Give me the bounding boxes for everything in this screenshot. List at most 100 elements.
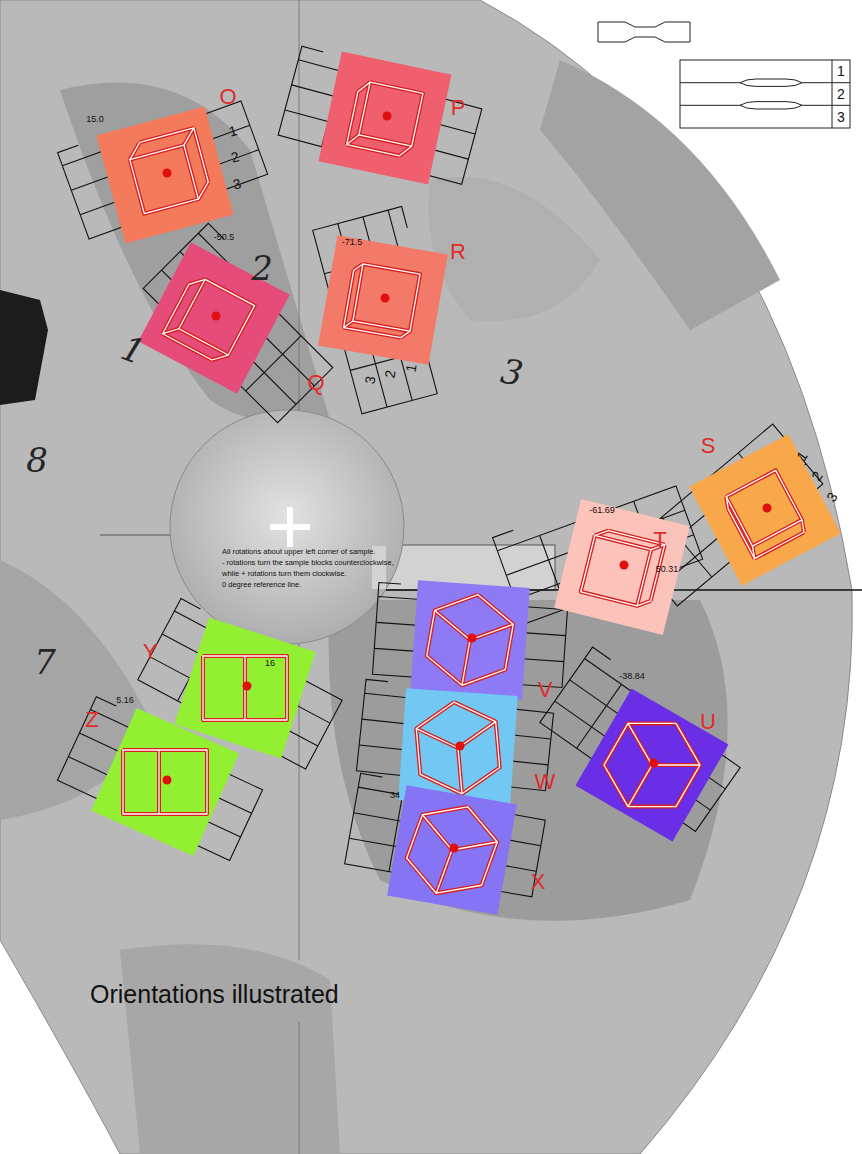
cube-edge — [344, 328, 401, 338]
color-square — [96, 106, 233, 243]
cube-edge — [595, 528, 609, 539]
cube-edge — [212, 349, 228, 365]
row-number: 2 — [382, 369, 397, 379]
sample-blocks — [57, 46, 822, 897]
cube-edge — [416, 729, 458, 748]
cube-edge — [344, 270, 354, 327]
angle-label: -50.5 — [214, 233, 235, 242]
cube-edge — [755, 532, 804, 558]
cube-edge — [212, 349, 228, 365]
color-square — [138, 242, 289, 393]
cube-edge — [407, 807, 498, 893]
cube-edge — [123, 750, 207, 814]
orientation-square: U — [562, 675, 742, 855]
cube-edge — [344, 328, 401, 338]
cube-edge — [435, 610, 470, 640]
section-number: 8 — [26, 443, 48, 477]
sample-letter: Y — [143, 641, 158, 663]
center-dot — [468, 634, 477, 643]
orientation-square: S — [675, 420, 855, 600]
sample-letter: T — [653, 529, 666, 551]
table-line — [832, 60, 833, 128]
cube-drawing — [163, 274, 255, 366]
center-dot — [450, 844, 459, 853]
sample-letter: W — [535, 771, 556, 793]
cube-edge — [407, 807, 498, 893]
center-dot — [163, 169, 172, 178]
row-number: 1 — [837, 64, 845, 78]
sample-letter: Q — [307, 372, 324, 394]
cube-drawing — [407, 807, 498, 893]
cube-edge — [163, 284, 189, 333]
sample-letter: U — [700, 711, 716, 733]
row-number: 1 — [403, 363, 418, 373]
orientation-square: R — [293, 210, 473, 390]
sample-letter: X — [531, 871, 546, 893]
specimen-sketch — [598, 22, 690, 42]
cube-edge — [652, 764, 700, 765]
cube-edge — [422, 815, 452, 850]
center-cross — [270, 507, 310, 547]
cube-edge — [436, 850, 452, 893]
block-line — [365, 679, 388, 695]
specimen-key — [598, 22, 850, 128]
cube-edge — [416, 702, 499, 794]
cube-edge — [189, 274, 205, 290]
cube-drawing — [203, 656, 287, 720]
cube-edge — [637, 598, 651, 609]
row-number: 3 — [362, 375, 377, 385]
specimen-neck — [740, 102, 802, 109]
section-line — [299, 1022, 300, 1154]
section-number: 7 — [34, 645, 56, 679]
cube-edge — [359, 82, 423, 146]
center-dot — [243, 682, 252, 691]
cube-drawing — [723, 470, 808, 558]
row-number: 1 — [227, 123, 238, 139]
color-square — [319, 52, 452, 185]
sample-letter: S — [701, 435, 716, 457]
cube-edge — [604, 723, 700, 806]
cube-drawing — [344, 263, 420, 339]
cube-edge — [401, 330, 410, 339]
grain-region — [329, 600, 728, 921]
note-text: - rotations turn the sample blocks count… — [222, 559, 394, 567]
section-line — [100, 534, 175, 535]
color-square — [689, 434, 840, 585]
cube-edge — [435, 610, 470, 640]
cube-drawing — [416, 702, 499, 794]
cube-edge — [427, 595, 513, 686]
sample-letter: R — [450, 241, 466, 263]
note-text: 0 degree reference line. — [222, 581, 301, 589]
cube-drawing — [126, 128, 212, 214]
cube-edge — [189, 274, 205, 290]
note-text: All rotations about upper left corner of… — [222, 548, 375, 556]
row-number: 2 — [229, 149, 240, 165]
cube-edge — [344, 270, 354, 327]
cube-drawing — [581, 528, 665, 609]
block-line — [388, 207, 407, 232]
cube-edge — [458, 748, 462, 794]
center-dot — [383, 112, 392, 121]
cube-edge — [347, 145, 400, 156]
cube-edge — [416, 729, 458, 748]
cube-edge — [452, 842, 497, 850]
sample-letter: P — [451, 97, 466, 119]
cube-edge — [628, 723, 652, 765]
cube-edge — [427, 595, 513, 686]
angle-label: 50.31 — [656, 565, 679, 574]
angle-label: -71.5 — [342, 238, 363, 247]
cube-edge — [416, 702, 499, 794]
cube-edge — [652, 763, 700, 767]
cube-edge — [358, 80, 370, 94]
center-hole — [170, 410, 404, 644]
color-square — [91, 708, 239, 856]
cube-edge — [203, 656, 287, 720]
row-number: 2 — [837, 87, 845, 101]
cube-edge — [179, 279, 255, 355]
orientation-glyph — [124, 228, 304, 408]
orientation-glyph — [75, 692, 255, 872]
center-dot — [163, 776, 172, 785]
cube-edge — [755, 532, 804, 558]
cube-edge — [130, 145, 199, 214]
orientation-glyph — [295, 28, 475, 208]
